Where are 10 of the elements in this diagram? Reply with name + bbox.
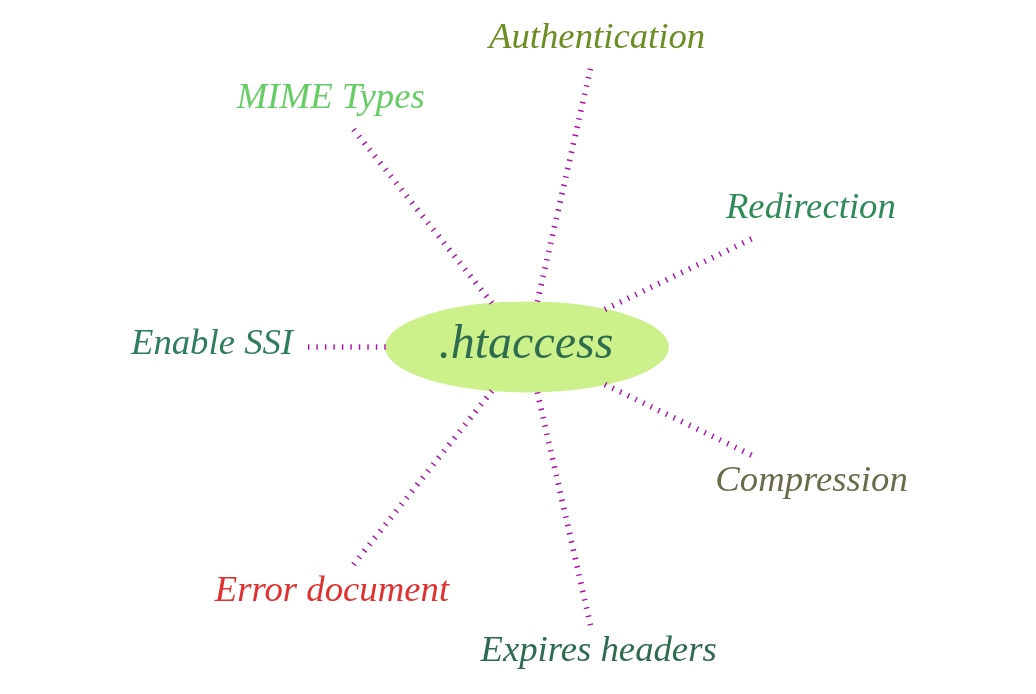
connector [534, 65, 594, 303]
connector [534, 391, 594, 629]
node-text: Error document [214, 567, 449, 609]
node-ellipse: .htaccess [384, 301, 669, 393]
node-text: Authentication [488, 14, 705, 56]
node-text: Enable SSI [130, 321, 293, 363]
node-text: Expires headers [480, 628, 717, 670]
node-text: MIME Types [236, 75, 425, 117]
node-text: Compression [714, 458, 908, 500]
node-text: Redirection [725, 184, 896, 226]
